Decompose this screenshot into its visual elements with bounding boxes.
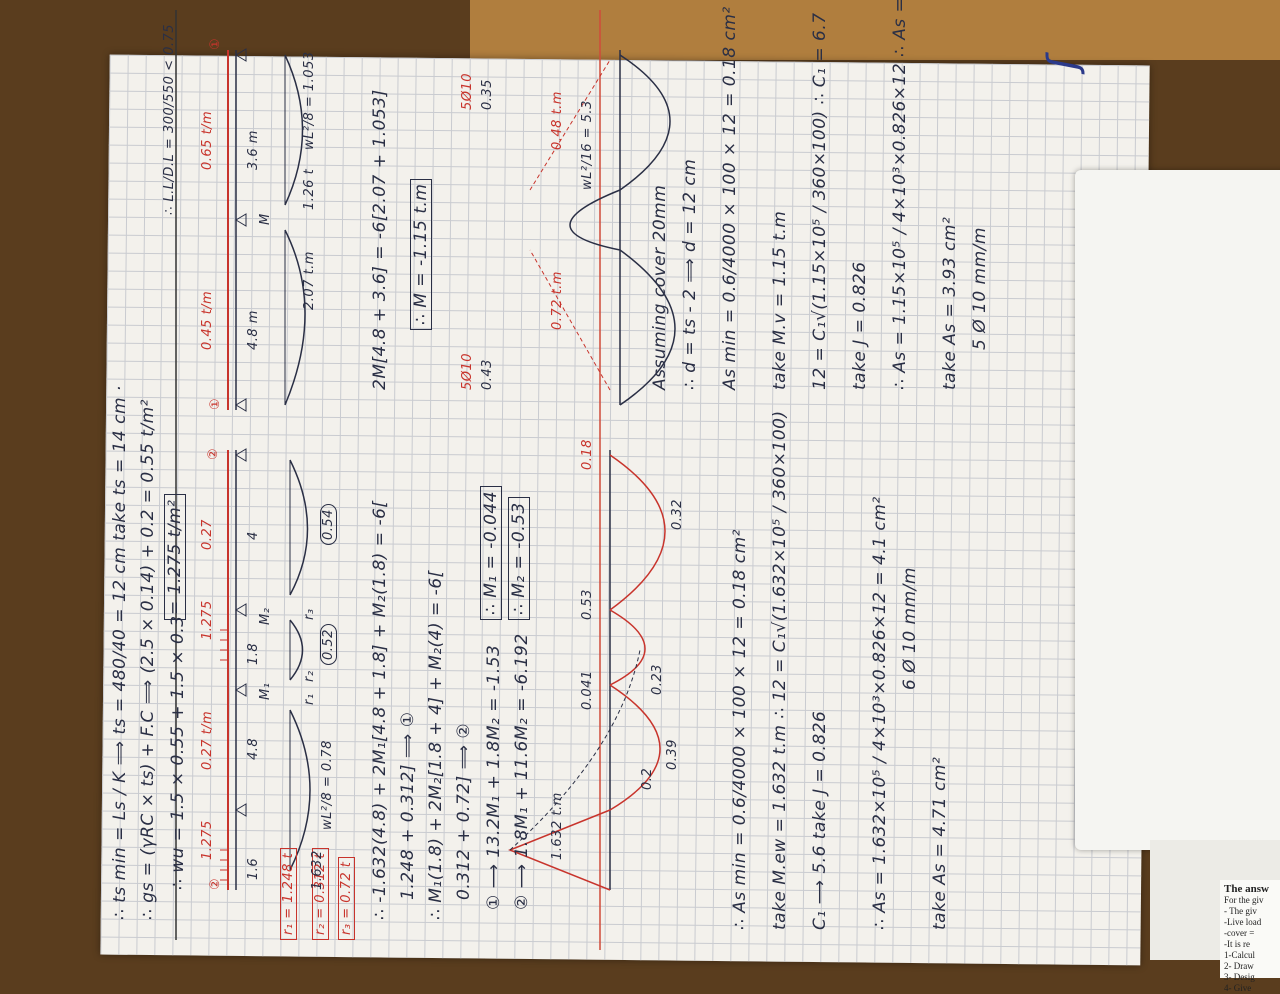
clapeyron-eq-2: ∴ M₁(1.8) + 2M₂[1.8 + 4] + M₂(4) = -6[: [426, 570, 446, 920]
moment-design-right: take M.v = 1.15 t.m: [770, 210, 790, 390]
c1-right: 12 = C₁√(1.15×10⁵ / 360×100) ∴ C₁ = 6.7: [810, 12, 830, 390]
span-label: 4.8 m: [246, 310, 261, 350]
value-label: 1.632: [310, 850, 325, 890]
equation-2: ② ⟶ 1.8M₁ + 11.6M₂ = -6.192: [512, 633, 532, 910]
as-min-right: As min = 0.6/4000 × 100 × 12 = 0.18 cm²: [720, 6, 740, 390]
circled-value: 0.52: [320, 624, 337, 665]
wooden-desk: [470, 0, 1280, 60]
bm-label: 0.48 t.m: [550, 91, 565, 150]
bm-label: 0.32: [670, 499, 685, 530]
bm-label: 0.2: [640, 767, 655, 790]
wl2-label: wL²/8 = 0.78: [320, 740, 335, 830]
side-page-line: -cover =: [1224, 928, 1255, 938]
side-page-line: -Live load: [1224, 917, 1262, 927]
white-card: [1075, 170, 1280, 850]
bm-label: 0.43: [480, 359, 495, 390]
beam-diagrams: [220, 48, 676, 891]
margin-lines: [175, 10, 601, 950]
span-label: 1.6: [246, 857, 261, 880]
bm-label: 0.23: [650, 664, 665, 695]
clapeyron-right: 2M[4.8 + 3.6] = -6[2.07 + 1.053]: [370, 89, 390, 390]
circle-label: ①: [208, 397, 223, 410]
as-take-left: take As = 4.71 cm²: [930, 756, 950, 930]
side-page-line: 1-Calcul: [1224, 950, 1255, 960]
moment-design-left: take M.ew = 1.632 t.m ∴ 12 = C₁√(1.632×1…: [770, 410, 790, 930]
bars-left: 6 Ø 10 mm/m: [900, 567, 920, 690]
span-label: 1.8: [246, 642, 261, 665]
reaction-r3: r₃ = 0.72 t: [338, 856, 355, 940]
as-take-right: take As = 3.93 cm²: [940, 216, 960, 390]
clapeyron-eq-2b: 0.312 + 0.72] ⟹ ②: [454, 722, 474, 900]
bm-label: 5Ø10: [460, 352, 475, 390]
cover-line: Assuming cover 20mm: [650, 184, 670, 390]
span-label: 4.8: [246, 737, 261, 760]
bm-label: 0.35: [480, 79, 495, 110]
load-label: 0.65 t/m: [200, 110, 215, 170]
bm-label: 0.041: [580, 670, 595, 710]
side-page: The answ For the giv - The giv -Live loa…: [1220, 880, 1280, 993]
m1-result: ∴ M₁ = -0.044: [480, 485, 502, 620]
load-label: 0.45 t/m: [200, 290, 215, 350]
bars-right: 5 Ø 10 mm/m: [970, 227, 990, 350]
bm-label: 0.53: [580, 589, 595, 620]
span-label: 3.6 m: [246, 130, 261, 170]
value-label: 1.26 t: [302, 168, 317, 210]
moment-label: M₂: [258, 607, 273, 625]
bm-label: 0.39: [665, 739, 680, 770]
wl2-16-label: wL²/16 = 5.3: [580, 100, 595, 190]
bm-label: 0.72 t.m: [550, 271, 565, 330]
reaction-r1: r₁ = 1.248 t: [280, 847, 297, 940]
clapeyron-eq-1b: 1.248 + 0.312] ⟹ ①: [398, 711, 418, 900]
j-right: take J = 0.826: [850, 261, 870, 390]
moment-label: M₁: [258, 682, 273, 700]
side-page-title: The answ: [1224, 883, 1269, 895]
side-page-line: 4- Give: [1224, 983, 1252, 993]
d-line: ∴ d = ts - 2 ⟹ d = 12 cm: [680, 158, 700, 390]
side-page-line: - The giv: [1224, 906, 1257, 916]
reaction-label: r₂: [302, 670, 317, 682]
bm-label: 5Ø10: [460, 72, 475, 110]
handwritten-content: ∴ ts min = Ls / K ⟹ ts = 480/40 = 12 cm …: [80, 0, 1200, 950]
reaction-label: r₁: [302, 693, 317, 705]
circled-value: 0.54: [320, 504, 337, 545]
moment-label: M: [258, 213, 273, 225]
as-calc-right: ∴ As = 1.15×10⁵ / 4×10³×0.826×12 ∴ As = …: [890, 0, 910, 390]
value-label: 2.07 t.m: [302, 251, 317, 310]
reaction-label: r₃: [302, 608, 317, 620]
m2-result: ∴ M₂ = -0.53: [508, 497, 530, 620]
m-result-right: ∴ M = -1.15 t.m: [410, 178, 432, 330]
side-page-line: For the giv: [1224, 895, 1264, 905]
side-page-line: 2- Draw: [1224, 961, 1254, 971]
circle-label: ①: [208, 37, 223, 50]
c1-left: C₁ ⟶ 5.6 take J = 0.826: [810, 710, 830, 930]
signature: ʃ: [1040, 56, 1086, 70]
as-calc-left: ∴ As = 1.632×10⁵ / 4×10³×0.826×12 = 4.1 …: [870, 496, 890, 930]
bm-label: 0.18: [580, 439, 595, 470]
side-page-line: -It is re: [1224, 939, 1250, 949]
clapeyron-eq-1: ∴ -1.632(4.8) + 2M₁[4.8 + 1.8] + M₂(1.8)…: [370, 500, 390, 920]
side-page-line: 3- Desig: [1224, 972, 1255, 982]
wl2-label: wL²/8 = 1.053: [302, 51, 317, 150]
bm-label: 1.632 t.m: [550, 792, 565, 860]
as-min-left: ∴ As min = 0.6/4000 × 100 × 12 = 0.18 cm…: [730, 529, 750, 930]
scene: The answ For the giv - The giv -Live loa…: [80, 0, 1280, 993]
equation-1: ① ⟶ 13.2M₁ + 1.8M₂ = -1.53: [484, 644, 504, 910]
span-label: 4: [246, 531, 261, 540]
